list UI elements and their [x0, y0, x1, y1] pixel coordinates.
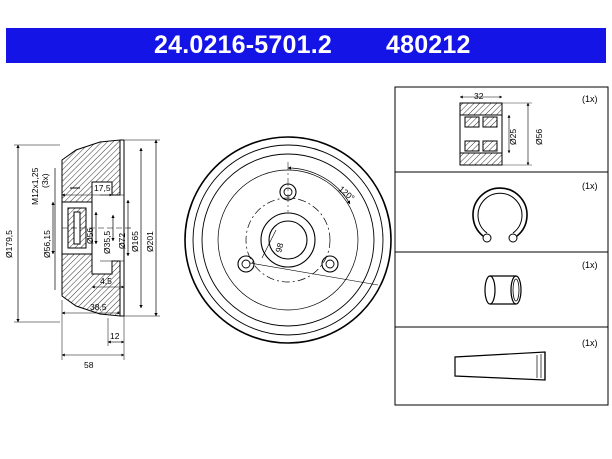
dim-diameter-56-15: Ø56,15 — [42, 230, 52, 258]
dim-thread-qty: (3x) — [40, 173, 50, 188]
parts-panel — [394, 86, 609, 406]
dim-length-58: 58 — [84, 360, 94, 370]
bearing-width: 32 — [474, 91, 484, 101]
cap-drawing — [484, 275, 522, 305]
bearing-drawing — [459, 95, 532, 166]
cap-qty: (1x) — [582, 260, 598, 270]
dim-angle-120: 120° — [337, 184, 357, 203]
dim-diameter-201: Ø201 — [145, 231, 155, 252]
dim-length-17-5: 17,5 — [94, 183, 111, 193]
bearing-qty: (1x) — [582, 94, 598, 104]
drum-section-upper — [61, 139, 121, 203]
bearing-diameter-25: Ø25 — [508, 129, 518, 145]
wedge-qty: (1x) — [582, 338, 598, 348]
wedge-drawing — [454, 351, 546, 381]
dim-thread-m12: M12x1,25 — [30, 167, 40, 205]
circlip-drawing — [472, 187, 528, 243]
header-bar: 24.0216-5701.2 480212 — [6, 28, 606, 63]
reference-number: 480212 — [386, 31, 471, 59]
dim-length-12: 12 — [110, 331, 120, 341]
dim-diameter-72: Ø72 — [117, 233, 127, 249]
circlip-qty: (1x) — [582, 181, 598, 191]
dim-diameter-165: Ø165 — [130, 231, 140, 252]
dim-length-38-5: 38,5 — [90, 302, 107, 312]
dim-length-4-5: 4,5 — [100, 276, 112, 286]
dim-diameter-179-5: Ø179,5 — [4, 230, 14, 258]
part-number: 24.0216-5701.2 — [154, 31, 332, 59]
front-view — [184, 136, 392, 344]
side-section-view — [14, 139, 160, 360]
dim-diameter-35-5: Ø35,5 — [102, 231, 112, 254]
dim-diameter-56: Ø56 — [85, 228, 95, 244]
bearing-diameter-56: Ø56 — [534, 129, 544, 145]
dim-bolt-circle-98: 98 — [273, 242, 285, 254]
